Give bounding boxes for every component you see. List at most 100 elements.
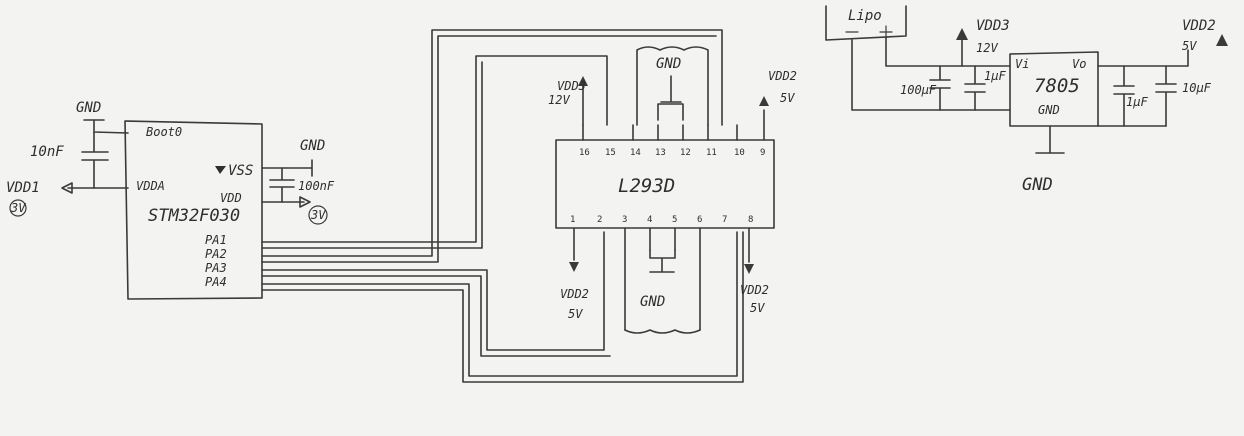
- wire-pa1-pair: [261, 61, 483, 249]
- wire-boot0: [93, 119, 129, 134]
- vdd2-volt-driver-br: 5V: [750, 301, 765, 315]
- reg-pin-gnd: GND: [1038, 103, 1060, 117]
- arrow-up-icon: [956, 28, 968, 40]
- capacitor-1uf-in: [964, 65, 986, 111]
- gnd-label-driver-bottom: GND: [640, 294, 665, 310]
- mcu-pin-pa4: PA4: [205, 275, 227, 289]
- pin-15: 15: [605, 148, 616, 158]
- driver-block: L293D 16 15 14 13 12 11 10 9 1 2 3 4 5 6…: [548, 46, 797, 334]
- wire-pa3-pair: [261, 275, 611, 357]
- cap-label-1uf-out: 1μF: [1126, 95, 1148, 109]
- gnd-label-top-left: GND: [76, 100, 101, 116]
- reg-pin-vi: Vi: [1015, 57, 1029, 71]
- pin-13: 13: [655, 148, 666, 158]
- pin-1: 1: [570, 215, 575, 225]
- gnd-symbol-reg: [1035, 125, 1065, 154]
- gnd-bus-top: [636, 46, 709, 126]
- wire-pa2-inner: [261, 35, 717, 263]
- pin-3: 3: [622, 215, 627, 225]
- top-pin-stubs: [582, 109, 765, 141]
- driver-part-name: L293D: [618, 175, 675, 197]
- vdd3-label-driver: VDD3: [557, 79, 586, 93]
- driver-body: [555, 139, 775, 229]
- mcu-pin-pa1: PA1: [205, 233, 227, 247]
- vdd1-volt: 3V: [10, 201, 26, 215]
- vss-marker-icon: [215, 166, 226, 174]
- pin-16: 16: [579, 148, 590, 158]
- bus-wires: [261, 29, 744, 383]
- mcu-decoupling-left: GND 10nF VDD1 3V: [6, 100, 129, 217]
- pin-8: 8: [748, 215, 753, 225]
- mcu-body: [124, 120, 263, 300]
- wire-pa4-inner: [261, 231, 744, 383]
- volt-circle-icon: [308, 205, 328, 225]
- pin-11: 11: [706, 148, 717, 158]
- capacitor-100nf: [269, 167, 295, 203]
- arrow-up-icon: [578, 76, 588, 86]
- wire-pa3-to-driver: [261, 231, 605, 351]
- mcu-decoupling-right: GND 100nF 3V: [261, 138, 335, 225]
- gnd-label-reg: GND: [1022, 175, 1053, 195]
- vdd2-label-reg: VDD2: [1182, 18, 1216, 34]
- vdd2-volt-driver-top: 5V: [780, 91, 795, 105]
- wire-pa1-to-driver: [261, 55, 608, 243]
- pin-9: 9: [760, 148, 765, 158]
- wire-pa4-outer: [261, 231, 738, 377]
- vdd-out-volt: 3V: [310, 208, 326, 222]
- mcu-pin-boot0: Boot0: [146, 125, 182, 139]
- pin-12: 12: [680, 148, 691, 158]
- pin-14: 14: [630, 148, 641, 158]
- gnd-label-driver-top: GND: [656, 56, 681, 72]
- cap-label-10nf: 10nF: [30, 144, 64, 160]
- pin-4: 4: [647, 215, 652, 225]
- cap-label-100nf: 100nF: [298, 179, 335, 193]
- mcu-pin-pa2: PA2: [205, 247, 227, 261]
- lipo-label: Lipo: [848, 8, 882, 24]
- pin-7: 7: [722, 215, 727, 225]
- capacitor-1uf-out: [1113, 65, 1135, 127]
- mcu-pin-vdd: VDD: [220, 191, 242, 205]
- vdd3-label-reg: VDD3: [976, 18, 1010, 34]
- mcu-part-name: STM32F030: [148, 206, 240, 226]
- vdd2-volt-reg: 5V: [1182, 39, 1197, 53]
- battery-polarity-icon: [845, 25, 893, 39]
- cap-label-100uf: 100μF: [900, 83, 937, 97]
- vdd3-volt-driver: 12V: [548, 93, 570, 107]
- lipo-battery-box: [825, 5, 907, 41]
- mcu-block: Boot0 VDDA STM32F030 VSS VDD PA1 PA2 PA3…: [124, 120, 263, 300]
- arrow-down-icon: [744, 264, 754, 274]
- mcu-pin-pa3: PA3: [205, 261, 227, 275]
- gnd-label-mcu-right: GND: [300, 138, 325, 154]
- cap-label-10uf: 10μF: [1182, 81, 1212, 95]
- reg-pin-vo: Vo: [1072, 57, 1086, 71]
- arrow-right-icon: [299, 196, 311, 208]
- regulator-part-name: 7805: [1034, 75, 1080, 97]
- cap-label-1uf-in: 1μF: [984, 69, 1006, 83]
- wire-gnd-rail-left: [851, 39, 1011, 111]
- bottom-pin-stubs: [573, 227, 750, 331]
- arrow-down-icon: [569, 262, 579, 272]
- arrow-up-icon: [1216, 34, 1228, 46]
- regulator-block: Lipo 100μF 1μF VDD3 12V Vi Vo 7805 GND 1…: [825, 5, 1228, 195]
- pin-2: 2: [597, 215, 602, 225]
- arrow-up-icon: [759, 96, 769, 106]
- gnd-bus-bottom: [624, 329, 701, 334]
- wire-pa2-outer: [261, 29, 723, 257]
- mcu-pin-vdda: VDDA: [136, 179, 165, 193]
- vdd2-volt-driver-bl: 5V: [568, 307, 583, 321]
- wire-output-rail: [1097, 49, 1189, 67]
- pin-5: 5: [672, 215, 677, 225]
- vdd3-volt-reg: 12V: [976, 41, 998, 55]
- vdd2-label-driver-top: VDD2: [768, 69, 797, 83]
- gnd-symbol-top-driver: [657, 75, 684, 121]
- volt-circle-icon: [9, 199, 27, 217]
- mcu-pin-vss: VSS: [228, 163, 253, 179]
- vdd2-label-driver-br: VDD2: [740, 283, 769, 297]
- capacitor-100uf: [929, 65, 951, 111]
- pin-10: 10: [734, 148, 745, 158]
- gnd-symbol-bottom-driver: [649, 249, 676, 273]
- arrow-left-icon: [61, 182, 73, 194]
- pin-6: 6: [697, 215, 702, 225]
